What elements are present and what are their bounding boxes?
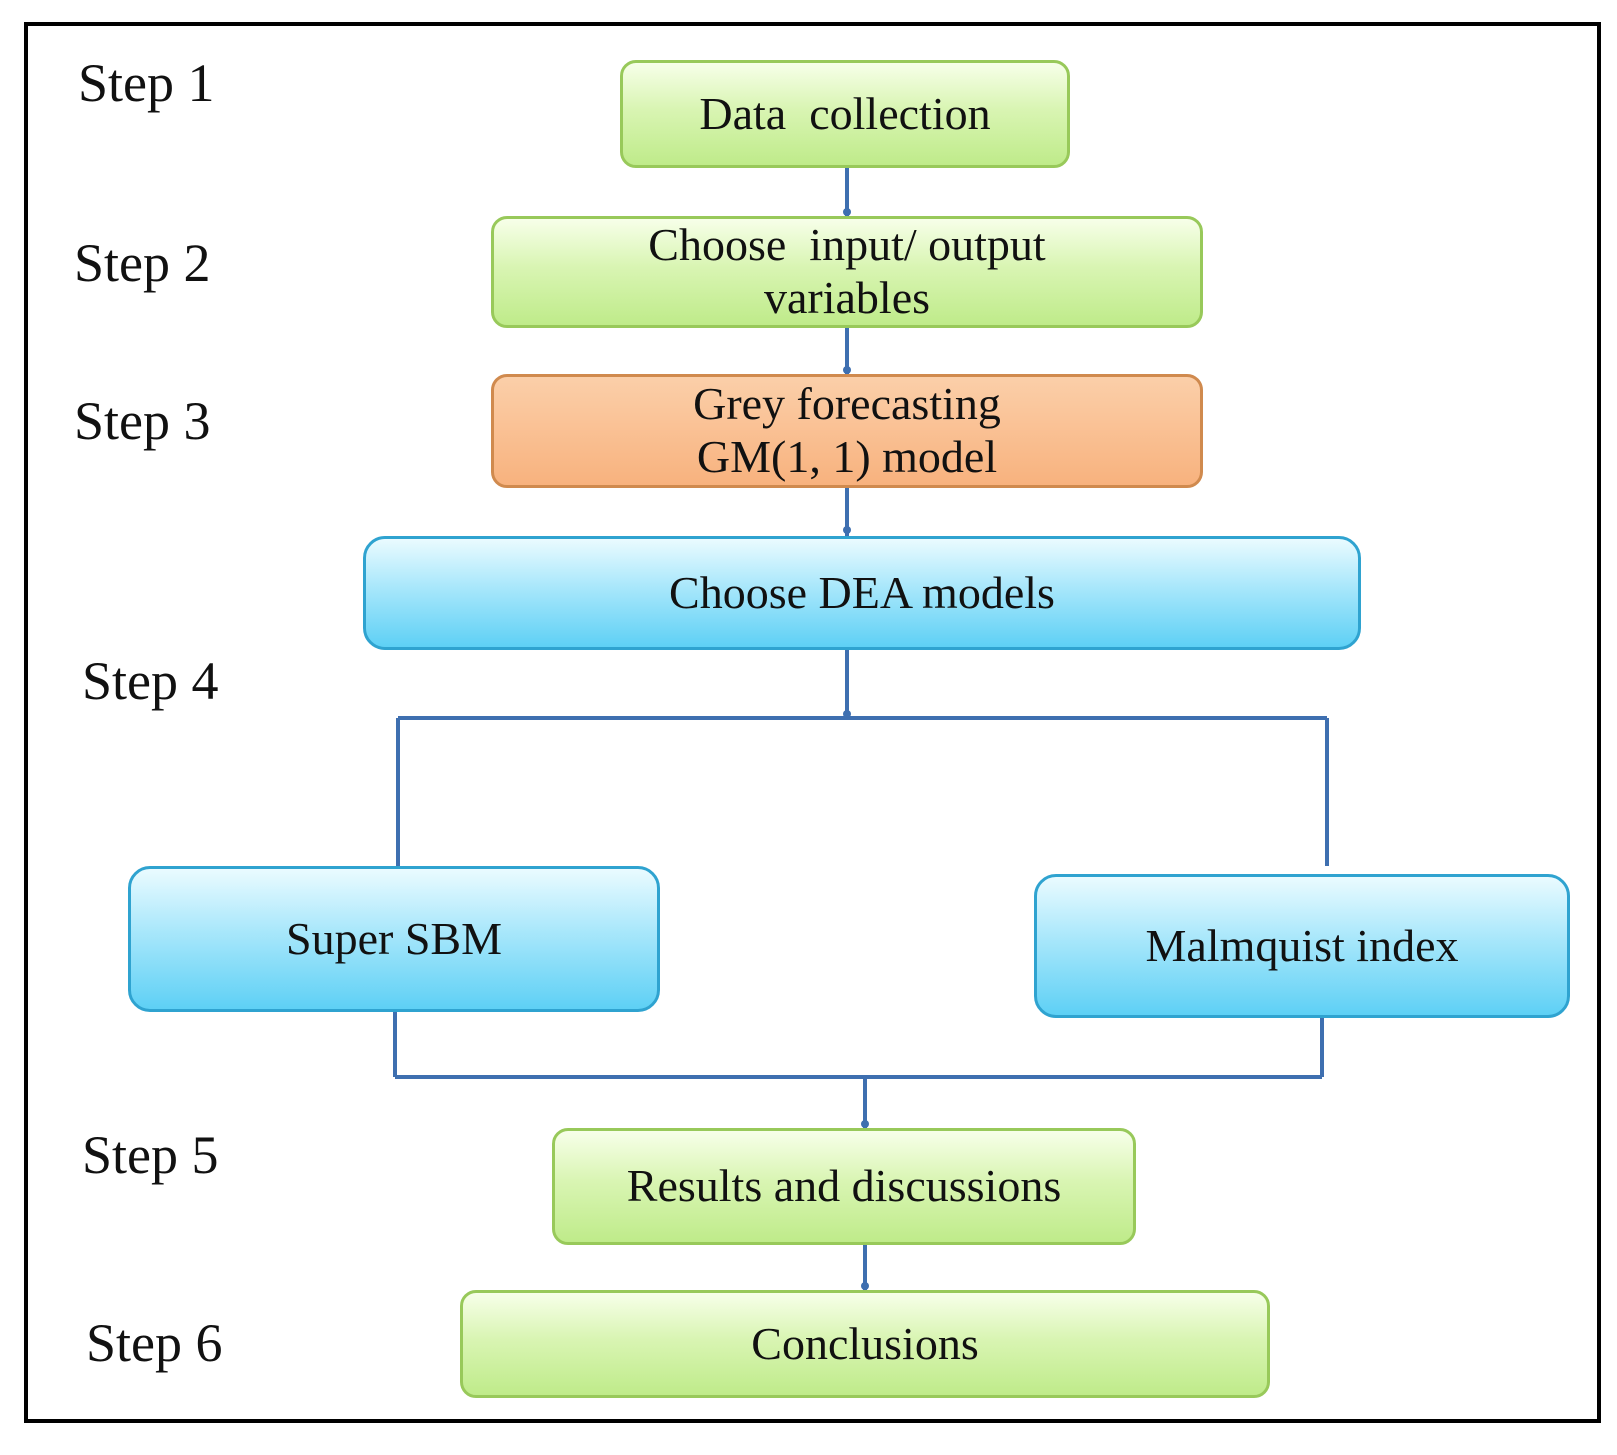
choose-variables-text-line1: Choose input/ output xyxy=(648,219,1046,271)
step-1-label: Step 1 xyxy=(78,53,215,113)
malmquist-index-text: Malmquist index xyxy=(1145,919,1459,971)
connector-dot xyxy=(843,526,851,534)
connector-dot xyxy=(843,710,851,718)
choose-variables-box: Choose input/ output variables xyxy=(491,216,1203,328)
connector-dot xyxy=(843,208,851,216)
step-6-label: Step 6 xyxy=(86,1313,223,1373)
super-sbm-text: Super SBM xyxy=(286,912,502,964)
grey-forecasting-text-line2: GM(1, 1) model xyxy=(696,431,998,482)
choose-dea-models-box: Choose DEA models xyxy=(363,536,1361,650)
grey-forecasting-box: Grey forecasting GM(1, 1) model xyxy=(491,374,1203,488)
step-2-label: Step 2 xyxy=(74,233,211,293)
conclusions-box: Conclusions xyxy=(460,1290,1270,1398)
results-discussions-box: Results and discussions xyxy=(552,1128,1136,1245)
step-4-label: Step 4 xyxy=(82,651,219,711)
conclusions-text: Conclusions xyxy=(751,1317,979,1369)
step-5-label: Step 5 xyxy=(82,1125,219,1185)
grey-forecasting-text-line1: Grey forecasting xyxy=(693,378,1001,430)
choose-variables-text-line2: variables xyxy=(763,272,931,323)
malmquist-index-box: Malmquist index xyxy=(1034,874,1570,1018)
results-discussions-text: Results and discussions xyxy=(626,1160,1062,1212)
connector-dot xyxy=(861,1282,869,1290)
choose-dea-models-text: Choose DEA models xyxy=(669,566,1055,618)
connector-dot xyxy=(861,1120,869,1128)
diagram-frame xyxy=(24,22,1601,1423)
data-collection-box: Data collection xyxy=(620,60,1070,168)
super-sbm-box: Super SBM xyxy=(128,866,660,1012)
connector-dot xyxy=(843,366,851,374)
step-3-label: Step 3 xyxy=(74,391,211,451)
data-collection-text: Data collection xyxy=(699,87,991,139)
